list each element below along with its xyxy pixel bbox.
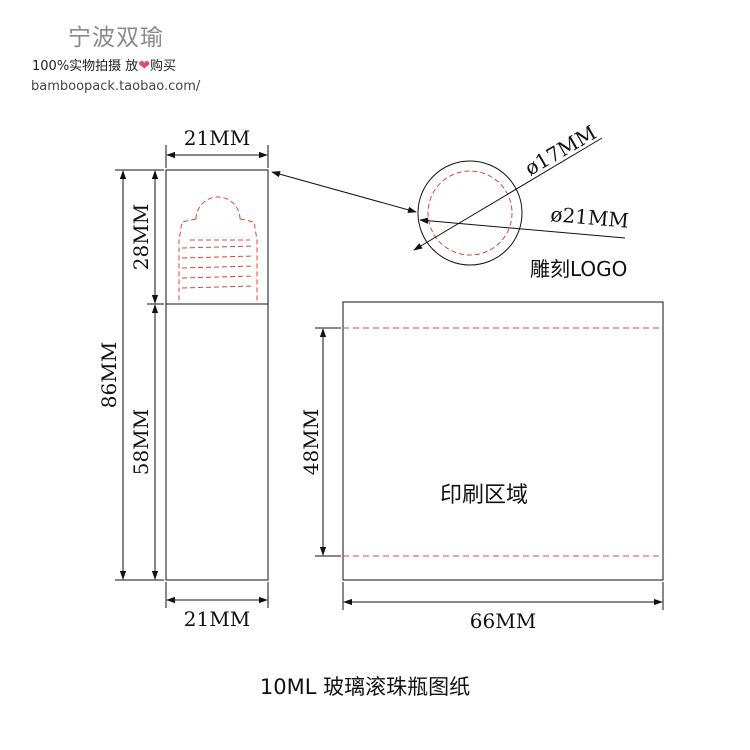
bottle-hidden-lines: [178, 196, 258, 302]
hidden-neck-outline: [178, 218, 197, 302]
print-area-label: 印刷区域: [440, 483, 528, 508]
slogan-suffix: 购买: [150, 59, 177, 74]
leader-outer-diameter: [419, 217, 626, 239]
bottle-outline: [165, 169, 269, 581]
hidden-thread: [181, 255, 255, 259]
ball-outer-circle: [417, 160, 523, 266]
logo-note: 雕刻LOGO: [530, 257, 627, 281]
slogan-prefix: 100%实物拍摄 放: [32, 59, 139, 74]
hidden-thread: [181, 275, 255, 279]
ball-view: [271, 137, 626, 266]
leader-to-bottle: [271, 171, 417, 213]
hidden-ball-outline: [195, 196, 241, 220]
top-width-label: 21MM: [184, 126, 250, 150]
inner-diameter-label: ø17MM: [521, 120, 601, 180]
hidden-thread: [181, 265, 255, 269]
hidden-thread: [181, 245, 255, 249]
store-url: bamboopack.taobao.com/: [31, 79, 201, 94]
label-width-label: 66MM: [470, 609, 536, 633]
body-height-label: 58MM: [129, 409, 153, 475]
hidden-thread: [181, 285, 255, 289]
brand-name: 宁波双瑜: [68, 25, 164, 51]
leader-inner-diameter: [413, 137, 603, 251]
label-outline: [342, 301, 664, 581]
total-height-label: 86MM: [97, 342, 121, 408]
bottom-width-label: 21MM: [184, 607, 250, 631]
ball-inner-circle: [427, 170, 513, 256]
heart-icon: ❤: [138, 58, 151, 74]
drawing-caption: 10ML 玻璃滚珠瓶图纸: [260, 675, 470, 699]
bottle-view: [115, 145, 269, 608]
label-view: [315, 301, 664, 610]
hidden-neck-outline-right: [239, 218, 258, 302]
brand-slogan: 100%实物拍摄 放❤购买: [32, 55, 176, 74]
cap-height-label: 28MM: [129, 204, 153, 270]
print-height-label: 48MM: [299, 409, 323, 475]
outer-diameter-label: ø21MM: [550, 202, 630, 233]
